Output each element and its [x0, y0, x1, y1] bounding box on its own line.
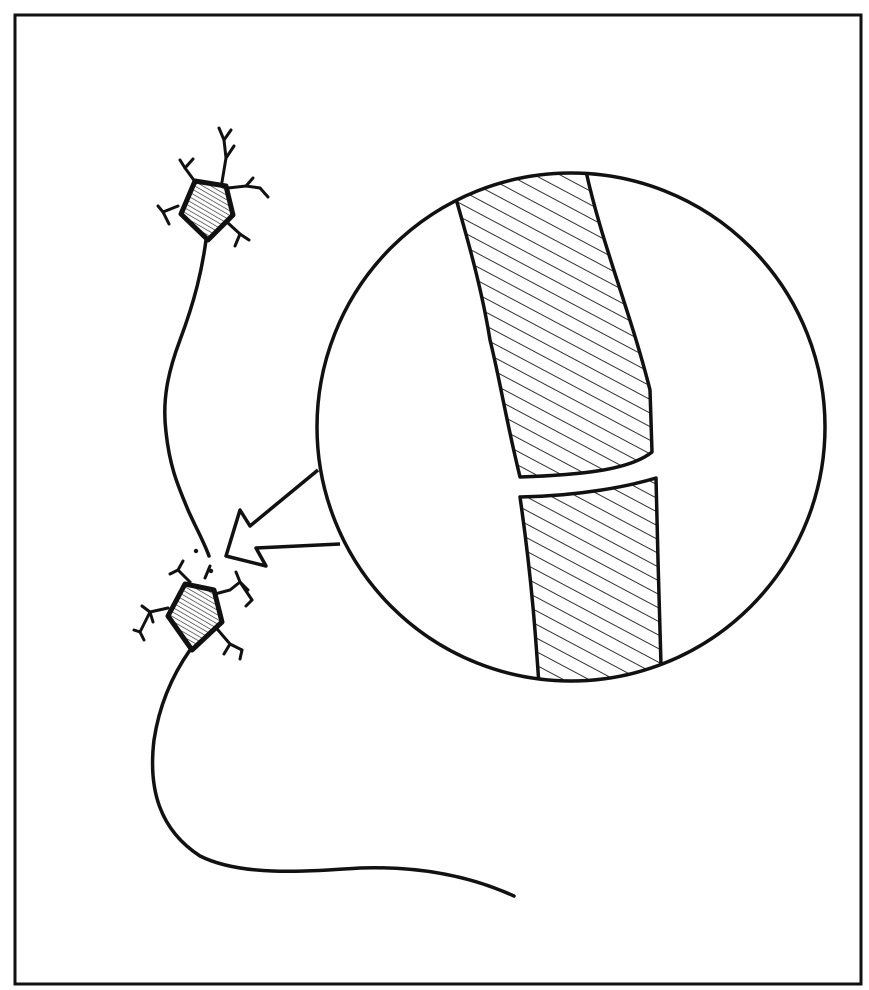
lower-neuron-axon [153, 650, 514, 896]
upper-neuron [158, 128, 268, 556]
synaptic-gap-dots [194, 549, 213, 573]
lower-neuron-soma [168, 584, 222, 650]
upper-neuron-soma [181, 181, 233, 240]
upper-neuron-axon [165, 240, 209, 556]
magnified-postsynaptic-segment [520, 478, 662, 700]
magnified-synapse-view [317, 162, 825, 700]
